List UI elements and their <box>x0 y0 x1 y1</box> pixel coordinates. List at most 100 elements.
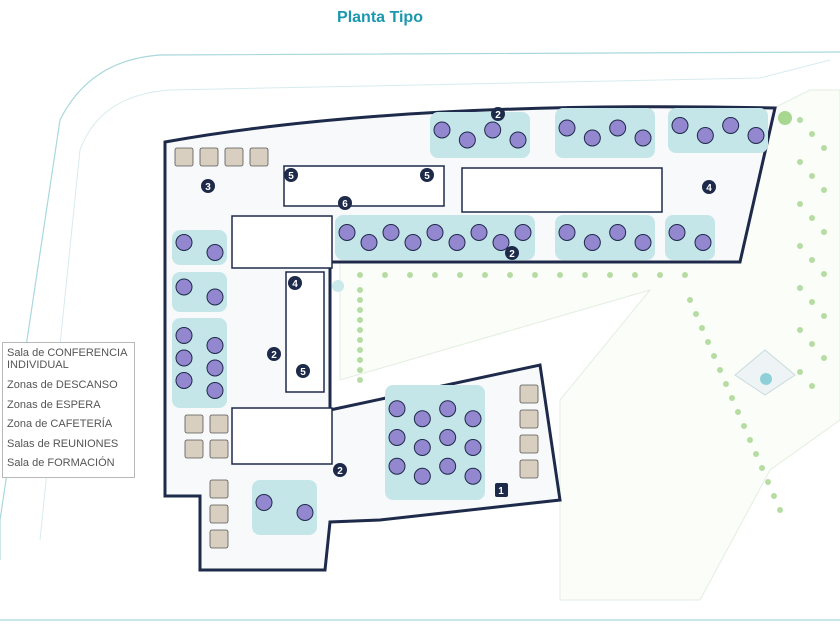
shrub <box>357 327 363 333</box>
shrub <box>809 215 815 221</box>
desk-cluster <box>519 384 539 404</box>
lounge-zone <box>555 108 655 158</box>
service-cores <box>231 165 663 465</box>
lounge-zone <box>252 480 317 535</box>
shrub <box>357 297 363 303</box>
shrub <box>532 272 538 278</box>
round-table <box>439 429 457 446</box>
svg-text:2: 2 <box>495 110 501 121</box>
shrub <box>723 381 729 387</box>
marker-2-center[interactable]: 2 <box>505 246 519 260</box>
shrub <box>797 369 803 375</box>
round-table <box>206 359 224 377</box>
tree <box>778 111 792 125</box>
desk-cluster <box>519 434 539 454</box>
round-table <box>388 457 406 475</box>
lounge-zone <box>668 108 768 153</box>
shrub <box>357 367 363 373</box>
round-table <box>439 457 457 475</box>
shrub <box>821 271 827 277</box>
shrub <box>693 311 699 317</box>
lounge-zone <box>430 112 530 158</box>
desk-cluster <box>174 147 194 167</box>
marker-4-waiting-west[interactable]: 4 <box>288 276 302 290</box>
legend-item-conference: Sala de CONFERENCIA INDIVIDUAL <box>7 347 127 371</box>
round-table <box>671 117 689 134</box>
svg-text:3: 3 <box>205 182 211 193</box>
svg-text:4: 4 <box>292 279 298 290</box>
shrub <box>582 272 588 278</box>
svg-text:5: 5 <box>300 367 306 378</box>
round-table <box>382 224 400 241</box>
round-table <box>413 439 431 456</box>
marker-5-meeting-c[interactable]: 5 <box>296 364 310 378</box>
shrub <box>357 272 363 278</box>
round-table <box>694 234 712 251</box>
round-table <box>464 467 482 485</box>
round-table <box>558 224 576 241</box>
svg-text:5: 5 <box>424 171 430 182</box>
round-table <box>175 234 193 251</box>
round-table <box>175 349 193 367</box>
desk-cluster <box>184 414 204 434</box>
shrub <box>797 285 803 291</box>
round-table <box>583 234 601 251</box>
shrub <box>809 131 815 137</box>
shrub <box>632 272 638 278</box>
shrub <box>357 287 363 293</box>
desk-cluster <box>199 147 219 167</box>
marker-1-conference[interactable]: 1 <box>495 483 508 497</box>
desk-cluster <box>519 409 539 429</box>
shrub <box>382 272 388 278</box>
shrub <box>821 229 827 235</box>
shrub <box>747 437 753 443</box>
marker-2-north[interactable]: 2 <box>491 107 505 121</box>
marker-4-waiting-east[interactable]: 4 <box>702 180 716 194</box>
shrub <box>809 257 815 263</box>
shrub <box>357 377 363 383</box>
marker-3-cafeteria[interactable]: 3 <box>201 179 215 193</box>
shrub <box>809 299 815 305</box>
shrub <box>753 451 759 457</box>
round-table <box>296 504 314 521</box>
marker-2-west[interactable]: 2 <box>267 347 281 361</box>
shrub <box>711 353 717 359</box>
fountain-plaza <box>734 349 796 396</box>
marker-5-meeting-a[interactable]: 5 <box>284 168 298 182</box>
shrub <box>809 383 815 389</box>
shrub <box>797 243 803 249</box>
shrub <box>821 187 827 193</box>
round-table <box>206 244 224 261</box>
shrub <box>771 493 777 499</box>
legend-item-waiting: Zonas de ESPERA <box>7 398 101 411</box>
round-table <box>206 288 224 306</box>
svg-text:6: 6 <box>342 199 348 210</box>
round-table <box>255 494 273 511</box>
shrub <box>717 367 723 373</box>
shrub <box>607 272 613 278</box>
round-table <box>404 234 422 251</box>
round-table <box>634 129 652 147</box>
round-table <box>360 234 378 251</box>
desk-cluster <box>184 439 204 459</box>
desk-cluster <box>209 414 229 434</box>
round-table <box>175 278 193 296</box>
round-table <box>583 129 601 147</box>
marker-5-meeting-b[interactable]: 5 <box>420 168 434 182</box>
greenery <box>332 111 827 513</box>
round-table <box>634 234 652 251</box>
lounge-zone <box>555 215 655 260</box>
marker-2-south[interactable]: 2 <box>333 463 347 477</box>
shrub <box>407 272 413 278</box>
desk-cluster <box>209 439 229 459</box>
shrub <box>809 341 815 347</box>
round-table <box>175 372 193 389</box>
shrub <box>821 313 827 319</box>
marker-6-training[interactable]: 6 <box>338 196 352 210</box>
shrub <box>357 337 363 343</box>
shrub <box>765 479 771 485</box>
svg-text:2: 2 <box>271 350 277 361</box>
shrub <box>357 317 363 323</box>
round-table <box>413 410 431 428</box>
shrub <box>657 272 663 278</box>
